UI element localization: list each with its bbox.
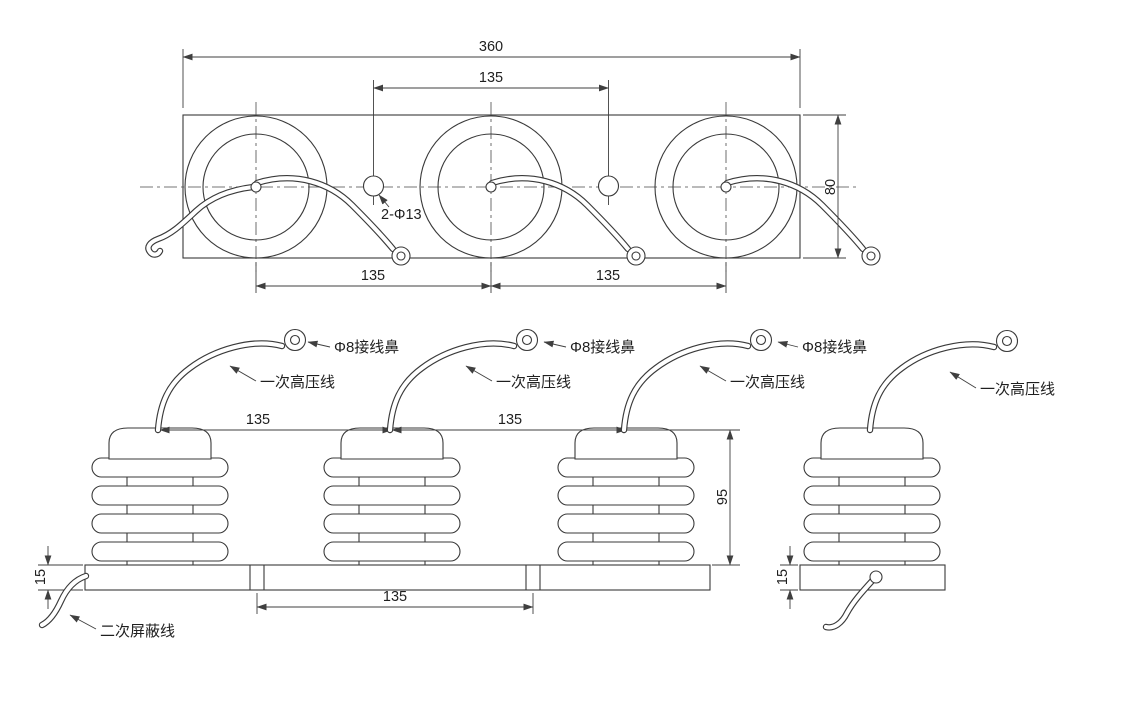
side-view: 15 一次高压线 [775,329,1055,631]
shield-wire [38,572,90,629]
dim-base-hole-spacing: 135 [383,589,407,605]
hole-callout: 2-Φ13 [381,207,422,223]
hv-lead-side [866,329,1019,434]
dim-base-thickness: 15 [33,569,49,585]
dim-pitch-right-front: 135 [498,412,522,428]
lead-top-left-tail [145,183,257,258]
label-hv-1: 一次高压线 [260,374,335,391]
hub-3 [720,181,732,193]
label-lug-2: Φ8接线鼻 [570,339,635,356]
lead-top-1 [253,175,411,266]
dim-pitch-left-front: 135 [246,412,270,428]
label-hv-side: 一次高压线 [980,381,1055,398]
hv-lead-3 [620,328,773,434]
insulator-3 [557,427,695,566]
dim-side-base-thickness: 15 [775,569,791,585]
label-lug-3: Φ8接线鼻 [802,339,867,356]
dim-pitch-right-top: 135 [596,268,620,284]
dim-hole-spacing: 135 [479,70,503,86]
lead-top-3 [723,175,881,266]
hv-lead-1 [154,328,307,434]
insulator-2 [323,427,461,566]
front-view: 135 135 95 15 135 [33,328,867,640]
dim-insulator-height: 95 [715,489,731,505]
insulator-1 [91,427,229,566]
dim-plate-height: 80 [823,179,839,195]
side-secondary-wire [822,570,883,631]
hv-lead-2 [386,328,539,434]
dim-pitch-left-top: 135 [361,268,385,284]
mounting-hole-2 [597,175,620,197]
lead-top-2 [488,175,646,266]
label-shield-wire: 二次屏蔽线 [100,623,175,640]
top-view: 360 135 80 2-Φ13 135 135 [140,39,881,293]
label-lug-1: Φ8接线鼻 [334,339,399,356]
front-base-plate [84,564,711,591]
mounting-hole-1 [362,175,385,197]
insulator-side [803,427,941,566]
label-hv-3: 一次高压线 [730,374,805,391]
hub-2 [485,181,497,193]
label-hv-2: 一次高压线 [496,374,571,391]
dim-overall-width: 360 [479,39,503,55]
hub-1 [250,181,262,193]
